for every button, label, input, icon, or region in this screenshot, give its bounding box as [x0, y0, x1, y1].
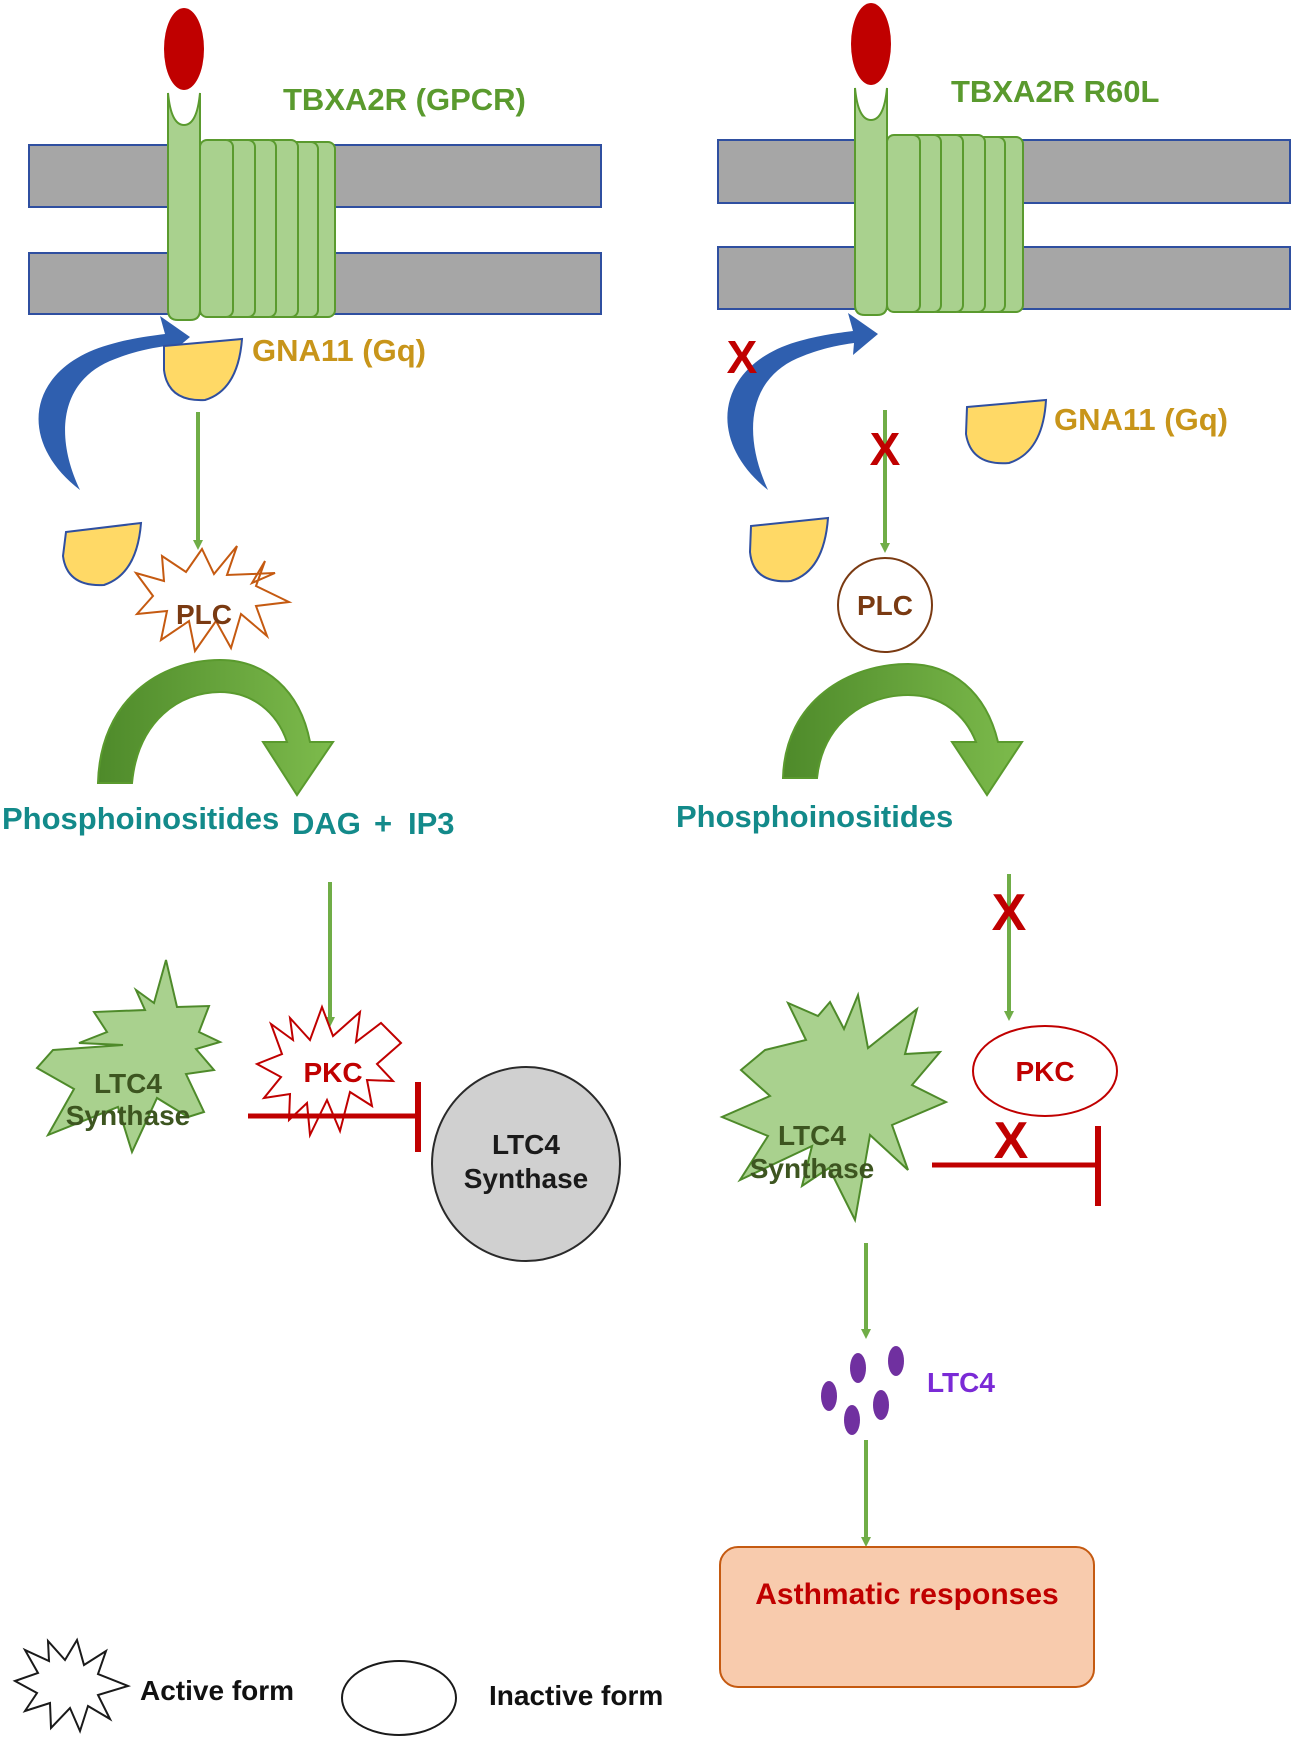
asthmatic-responses-label: Asthmatic responses	[755, 1578, 1058, 1611]
left-ltc4s-inactive-line1: LTC4	[492, 1129, 560, 1160]
plc-active-star	[133, 545, 293, 654]
gq-activation-arrow-right	[727, 313, 878, 490]
plus-label: +	[374, 806, 392, 841]
gq-protein-free-right-top	[964, 398, 1048, 465]
gq-protein-free-right-bottom	[748, 516, 830, 583]
ip3-label: IP3	[408, 806, 455, 841]
gq-protein-bound-left	[163, 337, 244, 402]
phosphoinositide-conversion-arrow-right	[781, 662, 1024, 797]
tbxa2r-receptor	[167, 92, 336, 321]
block-x-pkc-activation: X	[992, 884, 1027, 942]
legend-active-star-icon	[12, 1637, 132, 1734]
tbxa2r-r60l-receptor	[854, 87, 1024, 316]
left-plc-label: PLC	[176, 599, 232, 630]
left-receptor-label: TBXA2R (GPCR)	[283, 82, 526, 117]
dag-label: DAG	[292, 806, 361, 841]
right-substrate-label: Phosphoinositides	[676, 799, 953, 834]
right-plc-label: PLC	[857, 590, 913, 621]
ltc4-molecules	[821, 1346, 904, 1435]
ltc4-synthase-active-star-left	[35, 959, 223, 1155]
right-ltc4s-line2: Synthase	[750, 1153, 875, 1184]
right-ltc4s-line1: LTC4	[778, 1120, 846, 1151]
pkc-active-star	[254, 1004, 403, 1139]
right-panel: TBXA2R R60L X GNA11 (Gq) X PLC Phosphoin…	[676, 3, 1291, 1688]
left-ltc4s-line1: LTC4	[94, 1068, 162, 1099]
legend-inactive-label: Inactive form	[489, 1680, 663, 1711]
left-gq-label: GNA11 (Gq)	[252, 333, 426, 368]
left-ltc4s-inactive-line2: Synthase	[464, 1163, 589, 1194]
block-x-gq-to-plc: X	[870, 423, 901, 475]
block-x-inhibition: X	[994, 1112, 1029, 1170]
legend: Active form Inactive form	[12, 1637, 663, 1736]
gq-protein-free-left	[61, 521, 143, 587]
left-panel: TBXA2R (GPCR) GNA11 (Gq) PLC Phosphoinos…	[2, 8, 621, 1262]
thromboxane-ligand-right	[851, 3, 891, 85]
right-pkc-label: PKC	[1015, 1056, 1074, 1087]
gq-activation-arrow-left	[38, 316, 190, 490]
pkc-inactive-oval	[972, 1025, 1118, 1117]
left-ltc4s-line2: Synthase	[66, 1100, 191, 1131]
legend-inactive-oval-icon	[341, 1660, 457, 1736]
thromboxane-ligand	[164, 8, 204, 90]
ltc4-synthase-active-star-right	[719, 991, 949, 1224]
ltc4-label: LTC4	[927, 1367, 995, 1398]
left-substrate-label: Phosphoinositides	[2, 801, 279, 836]
legend-active-label: Active form	[140, 1675, 294, 1706]
asthmatic-responses-box	[719, 1546, 1095, 1688]
plc-inactive-oval	[837, 557, 933, 653]
left-pkc-label: PKC	[303, 1057, 362, 1088]
right-gq-label: GNA11 (Gq)	[1054, 402, 1228, 437]
ltc4-synthase-inactive-oval	[431, 1066, 621, 1262]
right-receptor-label: TBXA2R R60L	[951, 74, 1159, 109]
phosphoinositide-conversion-arrow-left	[96, 658, 335, 797]
block-x-gq-activation: X	[727, 331, 758, 383]
